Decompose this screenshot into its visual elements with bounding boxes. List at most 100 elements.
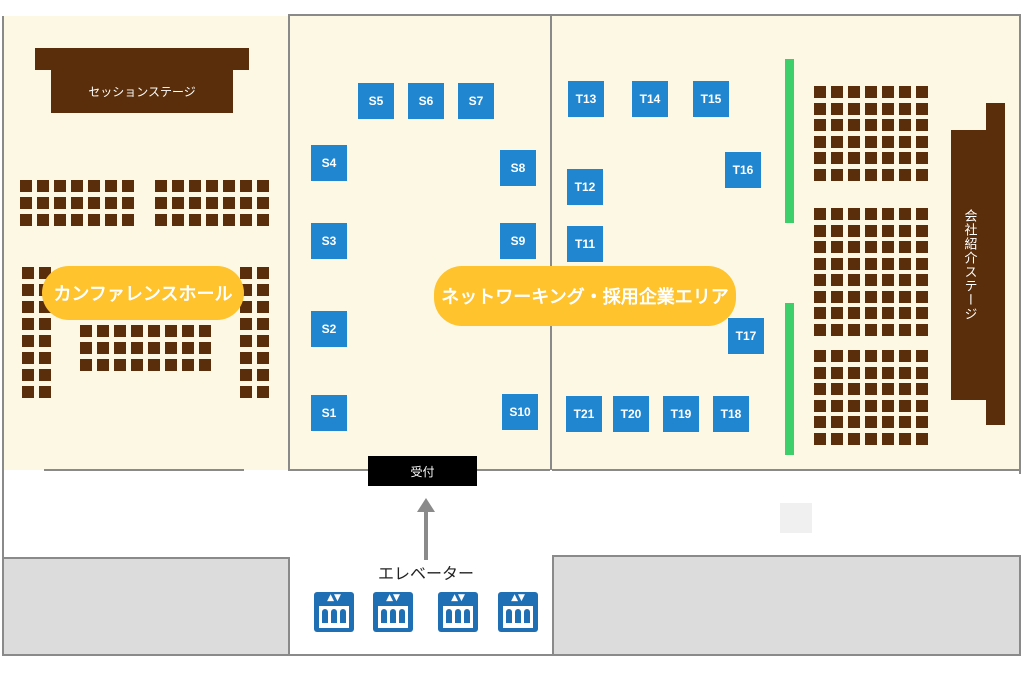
booth-t12[interactable]: T12 xyxy=(567,169,603,205)
seat xyxy=(39,369,51,381)
seat xyxy=(155,197,167,209)
seat xyxy=(22,352,34,364)
seat xyxy=(199,359,211,371)
seat xyxy=(22,386,34,398)
seat xyxy=(865,102,877,115)
booth-s4[interactable]: S4 xyxy=(311,145,347,181)
seat xyxy=(199,342,211,354)
seat xyxy=(899,323,911,336)
session-stage-label: セッションステージ xyxy=(88,85,196,99)
seat xyxy=(831,168,843,181)
seat xyxy=(37,180,49,192)
seat xyxy=(916,383,928,395)
booth-t17[interactable]: T17 xyxy=(728,318,764,354)
booth-t13[interactable]: T13 xyxy=(568,81,604,117)
company-stage-back xyxy=(986,103,1005,425)
seat xyxy=(831,257,843,270)
seat xyxy=(848,416,860,428)
seat xyxy=(848,152,860,164)
reception-desk[interactable]: 受付 xyxy=(368,456,477,486)
person-icon xyxy=(322,609,328,623)
seat xyxy=(865,323,877,336)
seat xyxy=(814,152,826,164)
seat xyxy=(114,359,126,371)
seat xyxy=(257,335,269,347)
seat xyxy=(882,257,894,270)
booth-s3[interactable]: S3 xyxy=(311,223,347,259)
seat xyxy=(848,135,860,148)
seat xyxy=(189,197,201,209)
seat xyxy=(172,214,184,226)
booth-t16[interactable]: T16 xyxy=(725,152,761,188)
seat xyxy=(39,352,51,364)
seat xyxy=(223,214,235,226)
seat xyxy=(916,290,928,303)
seat xyxy=(831,152,843,164)
elevator-icon: ▲▼ xyxy=(314,592,354,632)
seat xyxy=(240,301,252,313)
top-wall xyxy=(290,14,1020,16)
seat xyxy=(122,197,134,209)
seat xyxy=(916,366,928,379)
seat xyxy=(865,416,877,428)
seat xyxy=(814,208,826,220)
seat xyxy=(899,224,911,237)
booth-s8[interactable]: S8 xyxy=(500,150,536,186)
seat xyxy=(916,135,928,148)
seat xyxy=(257,284,269,296)
seat xyxy=(882,168,894,181)
booth-t14[interactable]: T14 xyxy=(632,81,668,117)
divider-bar-lower xyxy=(785,303,794,455)
seat xyxy=(54,197,66,209)
seat xyxy=(831,224,843,237)
seat xyxy=(240,267,252,279)
seat xyxy=(240,180,252,192)
networking-divider-wall xyxy=(550,14,552,470)
seat xyxy=(916,274,928,286)
booth-t18[interactable]: T18 xyxy=(713,396,749,432)
seat xyxy=(916,102,928,115)
booth-t11[interactable]: T11 xyxy=(567,226,603,262)
seat xyxy=(155,214,167,226)
seat xyxy=(831,383,843,395)
seat xyxy=(105,180,117,192)
booth-s1[interactable]: S1 xyxy=(311,395,347,431)
seat xyxy=(916,168,928,181)
booth-s2[interactable]: S2 xyxy=(311,311,347,347)
seat xyxy=(882,432,894,445)
seat xyxy=(97,359,109,371)
person-icon xyxy=(331,609,337,623)
booth-s7[interactable]: S7 xyxy=(458,83,494,119)
seat xyxy=(831,307,843,319)
booth-t21[interactable]: T21 xyxy=(566,396,602,432)
booth-s5[interactable]: S5 xyxy=(358,83,394,119)
seat xyxy=(148,325,160,337)
seat xyxy=(882,350,894,362)
seat xyxy=(899,257,911,270)
seat xyxy=(899,152,911,164)
booth-t20[interactable]: T20 xyxy=(613,396,649,432)
seat xyxy=(865,208,877,220)
booth-s6[interactable]: S6 xyxy=(408,83,444,119)
seat xyxy=(257,214,269,226)
seat xyxy=(131,359,143,371)
booth-s10[interactable]: S10 xyxy=(502,394,538,430)
booth-t19[interactable]: T19 xyxy=(663,396,699,432)
seat xyxy=(899,383,911,395)
seat xyxy=(240,214,252,226)
small-gray-marker xyxy=(780,503,812,533)
arrow-up-icon xyxy=(417,498,435,560)
seat xyxy=(148,359,160,371)
seat xyxy=(865,290,877,303)
elevator-icon: ▲▼ xyxy=(498,592,538,632)
seat xyxy=(899,274,911,286)
person-icon xyxy=(464,609,470,623)
seat xyxy=(88,197,100,209)
booth-s9[interactable]: S9 xyxy=(500,223,536,259)
seat xyxy=(814,323,826,336)
seat xyxy=(39,318,51,330)
seat xyxy=(240,335,252,347)
booth-t15[interactable]: T15 xyxy=(693,81,729,117)
seat xyxy=(206,214,218,226)
seat xyxy=(22,369,34,381)
